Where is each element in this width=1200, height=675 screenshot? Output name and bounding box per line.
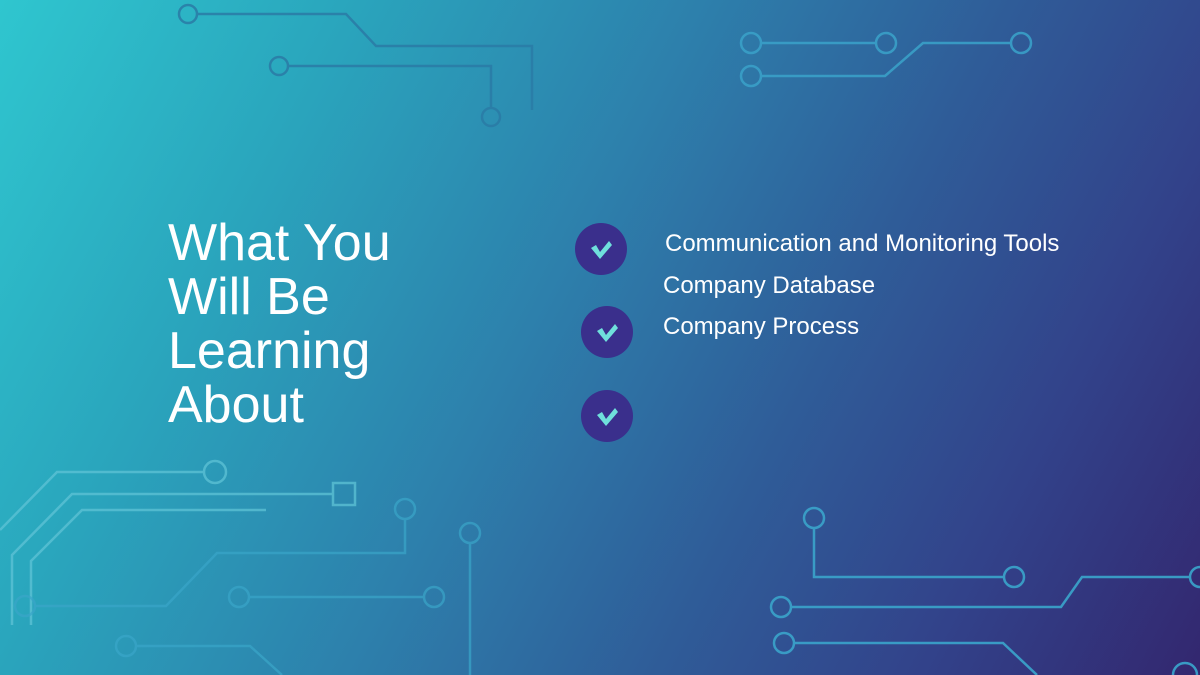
slide-title: What You Will Be Learning About: [168, 216, 468, 432]
check-badge: [581, 306, 633, 358]
check-badge: [575, 223, 627, 275]
check-icon: [597, 408, 618, 426]
list-item-company-database: Company Database: [663, 272, 876, 299]
list-item-communication-tools: Communication and Monitoring Tools: [665, 230, 1060, 257]
title-line: About: [168, 376, 304, 434]
check-icon: [597, 324, 618, 342]
title-line: Will Be: [168, 268, 330, 326]
check-badge: [581, 390, 633, 442]
check-icon: [591, 241, 612, 259]
list-item-company-process: Company Process: [663, 313, 860, 340]
title-line: What You: [168, 214, 391, 272]
title-line: Learning: [168, 322, 371, 380]
